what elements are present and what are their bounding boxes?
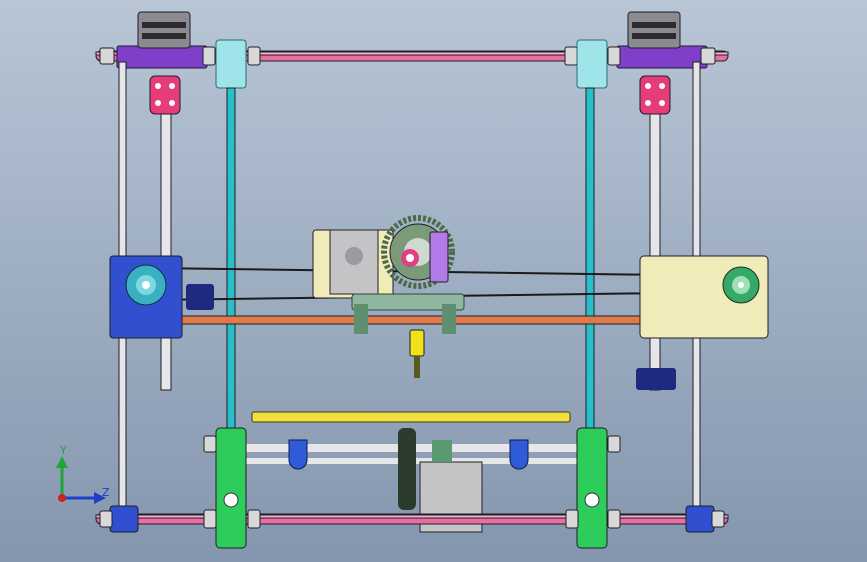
pulley-icon: [722, 266, 760, 304]
right-z-smooth-rod: [585, 87, 595, 429]
triad-y-arrow: [56, 456, 68, 468]
nut-icon: [99, 46, 716, 66]
triad-y-label: Y: [59, 444, 67, 457]
bottom-rod-highlight: [95, 514, 729, 519]
top-left-vertex: [116, 45, 208, 69]
left-endstop: [186, 284, 214, 310]
bottom-left-vertex: [109, 505, 139, 533]
nozzle: [414, 356, 420, 378]
triad-x-dot: [58, 494, 66, 502]
x-carriage-rod: [175, 315, 647, 325]
carriage-bearing-left: [354, 304, 368, 334]
top-left-bearing-block: [215, 39, 247, 89]
y-stepper-shaft: [432, 440, 452, 462]
bed-bearing-right: [509, 439, 529, 470]
right-z-coupler: [639, 75, 671, 115]
bottom-right-corner-clamp: [576, 427, 608, 549]
left-z-smooth-rod: [226, 87, 236, 429]
carriage-bearing-right: [442, 304, 456, 334]
bed-bearing-left: [288, 439, 308, 470]
hot-end: [409, 329, 425, 357]
right-threaded-z-rod: [649, 109, 661, 391]
z-couplers: [149, 75, 671, 115]
print-bed: [251, 411, 571, 423]
x-axis-assembly: [109, 215, 769, 378]
triad-z-arrow: [94, 492, 106, 504]
stepper-motor-icon: [137, 11, 191, 49]
idler-bracket: [429, 231, 449, 283]
bottom-right-vertex: [685, 505, 715, 533]
top-frame: [95, 11, 729, 89]
bottom-left-corner-clamp: [215, 427, 247, 549]
view-orientation-triad: Y Z: [56, 444, 110, 504]
y-belt-clamp: [398, 428, 416, 510]
pulley-icon: [125, 264, 167, 306]
extruder-carriage-base: [351, 293, 465, 311]
z-endstop: [636, 368, 676, 390]
stepper-motor-icon: [627, 11, 681, 49]
top-rod-highlight: [95, 51, 729, 56]
left-z-coupler: [149, 75, 181, 115]
top-right-bearing-block: [576, 39, 608, 89]
triad-z-label: Z: [102, 486, 110, 499]
nut-icon: [99, 435, 725, 529]
bottom-frame: [95, 427, 729, 549]
left-threaded-z-rod: [160, 109, 172, 391]
